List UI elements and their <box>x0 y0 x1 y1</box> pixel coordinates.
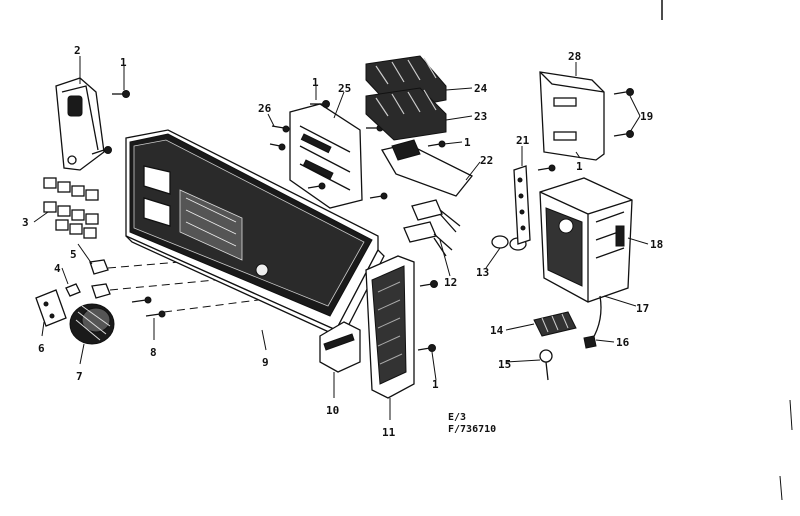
part-deflector-plate <box>380 139 474 197</box>
part-push-buttons <box>43 177 99 239</box>
part-connector <box>533 311 577 337</box>
callout-2: 2 <box>74 44 81 57</box>
callout-10: 10 <box>326 404 339 417</box>
callout-6: 6 <box>38 342 45 355</box>
part-cover-plate <box>539 71 605 161</box>
callout-11: 11 <box>382 426 396 439</box>
callout-1: 1 <box>312 76 319 89</box>
callout-22: 22 <box>480 154 493 167</box>
callout-1: 1 <box>464 136 471 149</box>
part-lower-rail <box>319 321 361 373</box>
part-terminal <box>539 349 553 381</box>
callout-5: 5 <box>70 248 77 261</box>
callout-4: 4 <box>54 262 61 275</box>
part-screw <box>537 164 556 172</box>
part-knob-pins <box>65 259 111 299</box>
callout-26: 26 <box>258 102 272 115</box>
drawing-code-line-1: E/3 <box>448 412 466 423</box>
callout-25: 25 <box>338 82 351 95</box>
callout-1: 1 <box>120 56 127 69</box>
callout-18: 18 <box>650 238 663 251</box>
scan-edge-marks <box>661 0 793 501</box>
part-screw <box>427 140 446 148</box>
part-screw <box>613 88 634 96</box>
part-switch-bracket <box>35 289 67 327</box>
part-mounting-bracket <box>289 103 363 209</box>
drawing-code-line-2: F/736710 <box>448 424 496 435</box>
part-switches <box>403 199 461 257</box>
callout-1: 1 <box>432 378 439 391</box>
part-screw <box>307 182 326 190</box>
part-screw <box>131 296 152 304</box>
part-terminal-strip <box>513 165 531 245</box>
callout-3: 3 <box>22 216 29 229</box>
part-control-knob <box>69 303 115 345</box>
callout-7: 7 <box>76 370 83 383</box>
callout-1: 1 <box>576 160 583 173</box>
callout-24: 24 <box>474 82 488 95</box>
callout-17: 17 <box>636 302 649 315</box>
callout-15: 15 <box>498 358 511 371</box>
callout-16: 16 <box>616 336 630 349</box>
part-screw <box>145 310 166 318</box>
callout-9: 9 <box>262 356 269 369</box>
callout-28: 28 <box>568 50 581 63</box>
callout-8: 8 <box>150 346 157 359</box>
leader-lines <box>33 56 649 420</box>
callout-12: 12 <box>444 276 457 289</box>
part-end-cap-left <box>55 77 105 171</box>
part-screw <box>271 125 290 133</box>
callout-19: 19 <box>640 110 653 123</box>
part-screw <box>310 100 330 108</box>
part-timer-assembly <box>539 177 633 303</box>
callout-14: 14 <box>490 324 504 337</box>
part-callouts: 1 2 3 4 5 6 7 8 9 10 11 1 26 25 24 23 1 … <box>22 44 663 439</box>
part-screw <box>369 192 388 200</box>
part-screw <box>112 90 130 98</box>
callout-13: 13 <box>476 266 489 279</box>
part-screw <box>417 344 436 352</box>
callout-23: 23 <box>474 110 487 123</box>
part-screw <box>269 143 286 151</box>
part-screw <box>91 146 112 155</box>
callout-21: 21 <box>516 134 530 147</box>
part-end-cap-right <box>365 255 415 399</box>
drawing-code: E/3 F/736710 <box>448 412 496 435</box>
part-wire-lead <box>583 295 602 349</box>
part-control-panel <box>125 129 385 340</box>
part-rocker-clip-bottom <box>365 87 447 141</box>
part-screw <box>613 130 634 138</box>
